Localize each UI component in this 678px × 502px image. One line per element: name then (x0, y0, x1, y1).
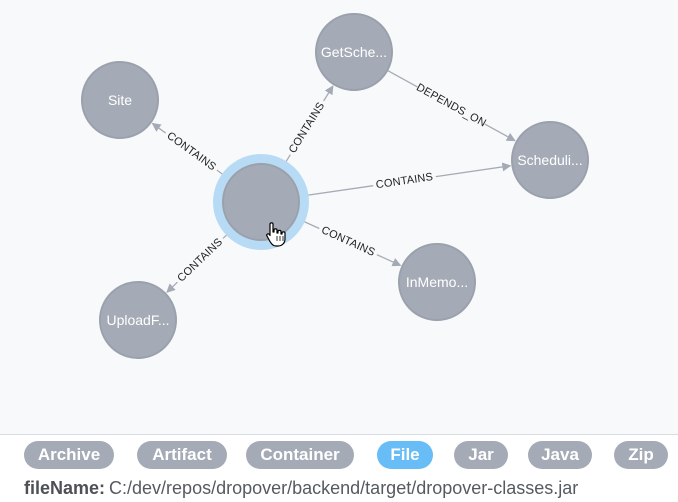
node-caption: Site (108, 92, 132, 108)
relationship-label: CONTAINS (164, 130, 218, 173)
graph-canvas[interactable]: CONTAINS CONTAINS DEPENDS_ON CONTAINS CONTAI… (0, 0, 678, 434)
label-pill-archive[interactable]: Archive (24, 441, 114, 469)
node-circle[interactable] (99, 281, 177, 359)
node-caption: Scheduli... (517, 152, 582, 168)
relationship-label: CONTAINS (175, 236, 225, 285)
node-circle[interactable] (511, 121, 589, 199)
graph-node-inmemo[interactable]: InMemo... (398, 243, 476, 321)
node-caption: UploadF... (106, 312, 169, 328)
graph-svg[interactable]: CONTAINS CONTAINS DEPENDS_ON CONTAINS CONTAI… (0, 0, 678, 434)
property-row: fileName:C:/dev/repos/dropover/backend/t… (24, 478, 578, 500)
label-pill-zip[interactable]: Zip (614, 441, 668, 469)
relationship-line[interactable] (166, 281, 178, 293)
inspector-panel: Archive Artifact Container File Jar Java… (0, 434, 678, 502)
node-caption: GetSche... (321, 44, 387, 60)
node-labels-row: Archive Artifact Container File Jar Java… (0, 441, 678, 471)
relationship-line[interactable] (376, 254, 402, 267)
property-key: fileName: (24, 478, 106, 498)
node-circle[interactable] (315, 13, 393, 91)
relationship-label: CONTAINS (319, 224, 376, 259)
node-circle[interactable] (222, 163, 300, 241)
label-pill-artifact[interactable]: Artifact (137, 441, 227, 469)
graph-node-site[interactable]: Site (81, 61, 159, 139)
node-caption: InMemo... (406, 274, 468, 290)
relationship-contains[interactable]: CONTAINS (166, 227, 235, 293)
hand-pointer-icon (266, 222, 286, 247)
relationship-label: CONTAINS (287, 100, 328, 155)
relationship-depends-on[interactable]: DEPENDS_ON (386, 69, 516, 142)
relationship-line[interactable] (435, 162, 512, 178)
node-circle[interactable] (81, 61, 159, 139)
relationship-contains[interactable]: CONTAINS (295, 217, 402, 267)
relationship-contains[interactable]: CONTAINS (298, 162, 512, 198)
label-pill-file[interactable]: File (377, 441, 433, 469)
property-value[interactable]: C:/dev/repos/dropover/backend/target/dro… (109, 478, 579, 498)
relationship-line[interactable] (323, 85, 334, 102)
node-circle[interactable] (398, 243, 476, 321)
label-pill-container[interactable]: Container (246, 441, 354, 469)
relationship-label: CONTAINS (375, 171, 434, 191)
graph-node-uploadf[interactable]: UploadF... (99, 281, 177, 359)
graph-node-center[interactable] (213, 154, 309, 250)
label-pill-java[interactable]: Java (528, 441, 592, 469)
relationship-line[interactable] (151, 122, 167, 134)
relationship-contains[interactable]: CONTAINS (280, 85, 334, 171)
relationship-line[interactable] (298, 185, 374, 198)
relationship-line[interactable] (484, 123, 516, 142)
relationship-contains[interactable]: CONTAINS (151, 122, 231, 181)
relationship-line[interactable] (386, 69, 418, 88)
relationship-label: DEPENDS_ON (414, 81, 488, 129)
graph-node-scheduli[interactable]: Scheduli... (511, 121, 589, 199)
graph-node-getsche[interactable]: GetSche... (315, 13, 393, 91)
label-pill-jar[interactable]: Jar (454, 441, 508, 469)
